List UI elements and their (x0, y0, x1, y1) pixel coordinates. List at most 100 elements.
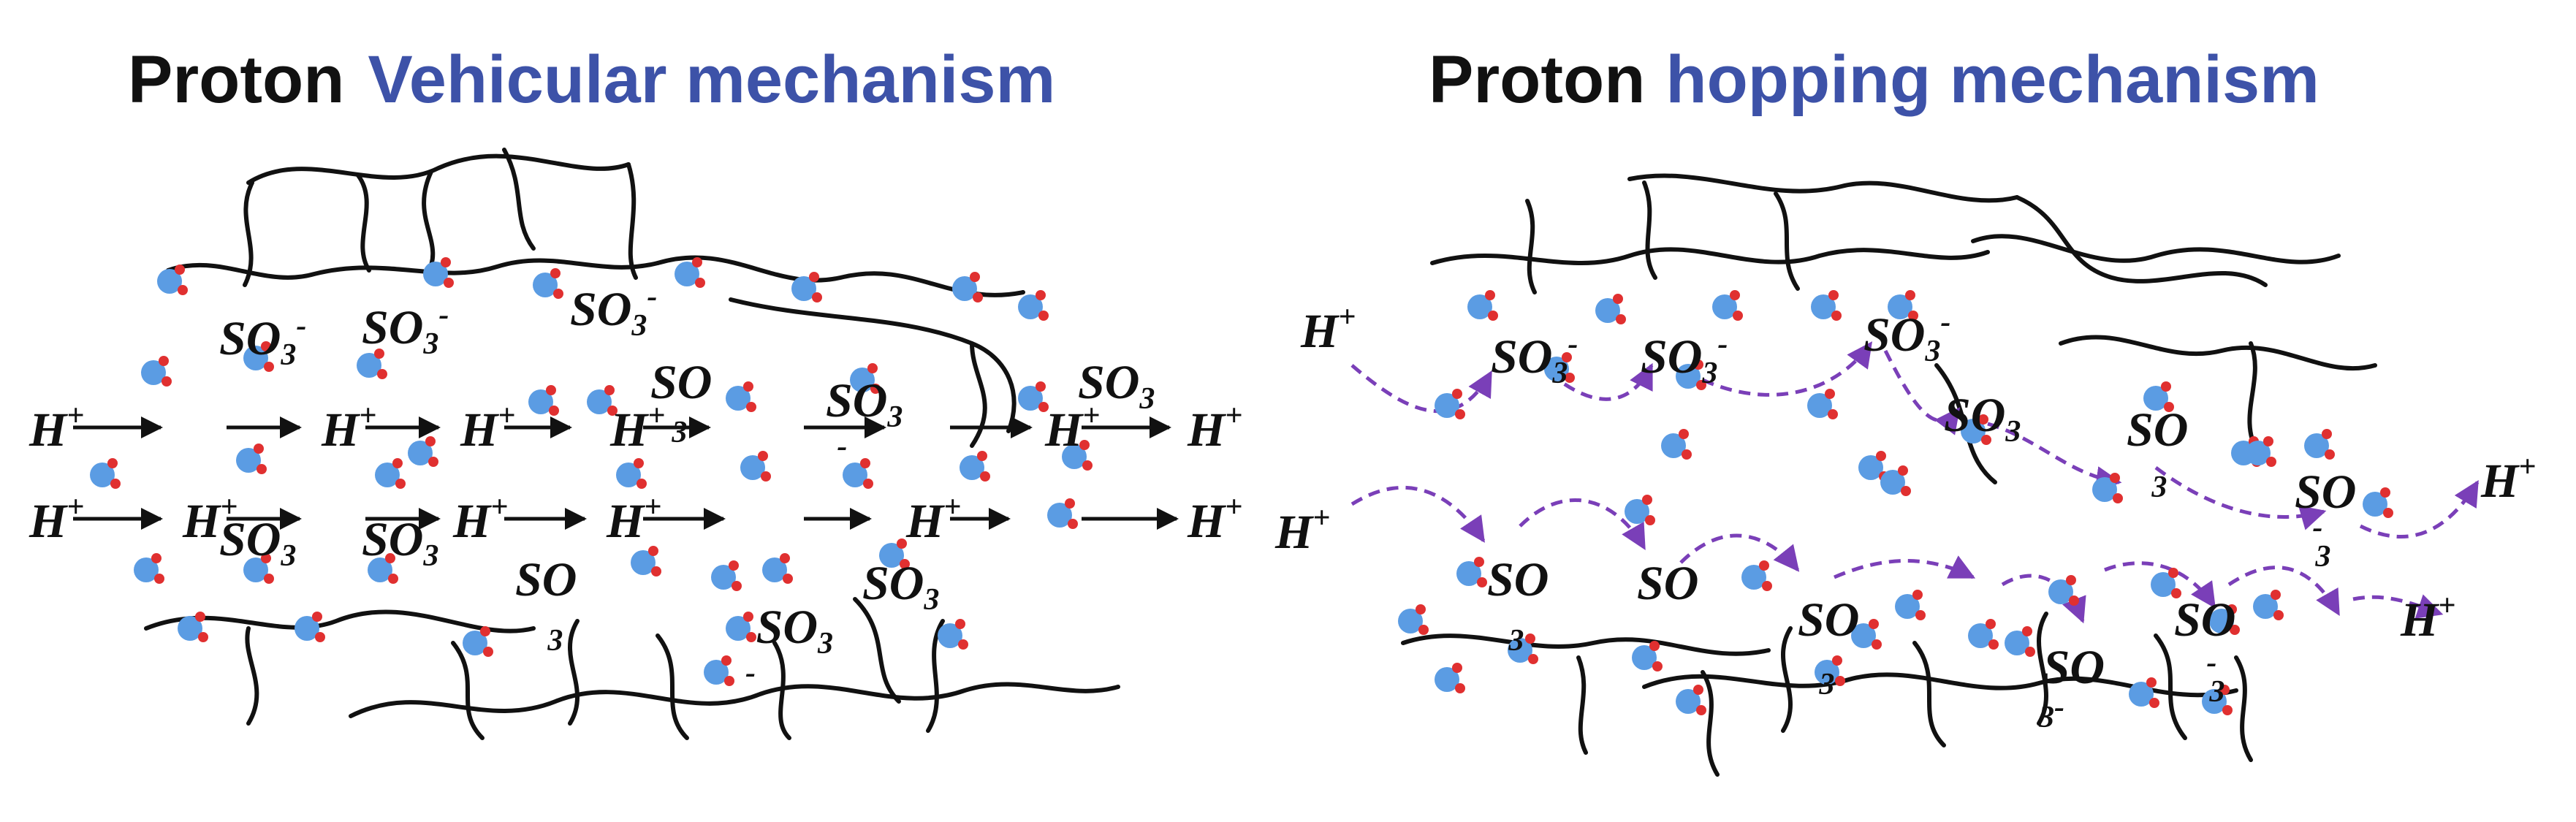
hydrogen-atom (2325, 449, 2335, 460)
hydrogen-atom (2149, 698, 2159, 708)
hydrogen-atom (261, 553, 271, 563)
water-molecule (2202, 685, 2233, 715)
hydrogen-atom (550, 268, 561, 278)
hydrogen-atom (2230, 625, 2240, 635)
water-molecule (1062, 440, 1093, 471)
hydrogen-atom (1679, 429, 1689, 439)
hydrogen-atom (1978, 414, 1988, 425)
oxygen-atom (368, 557, 392, 582)
sulfonate-label: SO-3 (2174, 593, 2235, 709)
hydrogen-atom (1455, 683, 1465, 693)
hydrogen-atom (1912, 590, 1923, 600)
water-molecule (1851, 619, 1882, 650)
water-molecule (740, 451, 771, 482)
hop-arrow (1679, 533, 1800, 572)
oxygen-atom (1435, 393, 1459, 418)
hydrogen-atom (1038, 402, 1049, 412)
hydrogen-atom (1036, 381, 1046, 392)
oxygen-atom (1676, 364, 1701, 389)
oxygen-atom (2253, 594, 2278, 619)
sulfonate-label: SO3- (1863, 305, 1950, 368)
hop-arrow (2359, 479, 2480, 539)
oxygen-atom (1018, 294, 1043, 319)
oxygen-atom (2246, 441, 2271, 465)
oxygen-atom (726, 616, 751, 641)
oxygen-atom (1807, 393, 1832, 418)
hydrogen-atom (1455, 409, 1465, 419)
oxygen-atom (357, 353, 381, 378)
water-molecule (423, 257, 454, 288)
hydrogen-atom (1828, 409, 1838, 419)
hydrogen-atom (604, 385, 615, 395)
water-molecule (1398, 604, 1429, 635)
hydrogen-atom (1825, 389, 1835, 399)
proton-label: H+ (460, 399, 515, 457)
hydrogen-atom (2113, 493, 2123, 503)
hydrogen-atom (1915, 610, 1926, 620)
proton-label: H+ (321, 399, 376, 457)
water-molecule (2151, 568, 2181, 598)
hydrogen-atom (958, 639, 968, 650)
hydrogen-atom (980, 471, 990, 482)
hydrogen-atom (425, 436, 436, 446)
water-molecule (843, 458, 873, 489)
water-molecule (791, 272, 822, 302)
hydrogen-atom (812, 292, 822, 302)
hydrogen-atom (1762, 581, 1772, 591)
hydrogen-atom (809, 272, 819, 282)
hydrogen-atom (1693, 685, 1703, 695)
oxygen-atom (1961, 419, 1986, 444)
hydrogen-atom (1872, 639, 1882, 650)
sulfonate-label: SO3- (826, 374, 903, 463)
proton-label: H+ (2480, 450, 2536, 508)
hopping-proton-labels: H+ H+ H+ H+ (1274, 300, 2536, 647)
sulfonate-label: SO (1637, 557, 1698, 610)
hydrogen-atom (2168, 568, 2178, 578)
oxygen-atom (762, 557, 787, 582)
hydrogen-atom (154, 574, 164, 584)
hydrogen-atom (2266, 457, 2276, 467)
hydrogen-atom (175, 265, 185, 275)
water-molecule (463, 626, 493, 657)
water-molecule (408, 436, 438, 467)
water-molecule (1807, 389, 1838, 419)
hydrogen-atom (2069, 595, 2079, 606)
water-molecule (157, 265, 188, 295)
hydrogen-atom (897, 539, 907, 549)
hydrogen-atom (1079, 440, 1090, 450)
hydrogen-atom (385, 553, 395, 563)
hydrogen-atom (2380, 487, 2390, 498)
hop-arrow (2227, 566, 2341, 617)
hop-arrow (2352, 594, 2444, 619)
hydrogen-atom (607, 406, 618, 416)
hydrogen-atom (1452, 663, 1462, 673)
water-molecule (357, 349, 387, 379)
oxygen-atom (2092, 477, 2117, 502)
oxygen-atom (952, 276, 977, 301)
hydrogen-atom (1065, 498, 1075, 509)
water-molecule (1880, 465, 1911, 496)
hydrogen-atom (1730, 290, 1740, 300)
water-molecule (1676, 359, 1706, 390)
oxygen-atom (1544, 357, 1569, 381)
sulfonate-label: SO3- (570, 280, 657, 343)
hydrogen-atom (970, 272, 980, 282)
water-molecule (2209, 604, 2240, 635)
hydrogen-atom (374, 349, 384, 359)
water-molecule (2253, 590, 2284, 620)
proton-label: H+ (29, 490, 84, 548)
hydrogen-atom (151, 553, 162, 563)
water-molecule (938, 619, 968, 650)
hydrogen-atom (2222, 705, 2233, 715)
hydrogen-atom (1898, 465, 1908, 476)
oxygen-atom (1456, 561, 1481, 586)
water-molecule (134, 553, 164, 584)
water-molecule (711, 560, 742, 591)
water-molecule (1456, 557, 1487, 587)
water-molecule (879, 539, 910, 569)
hydrogen-atom (1981, 435, 1991, 445)
water-molecule (704, 655, 734, 686)
